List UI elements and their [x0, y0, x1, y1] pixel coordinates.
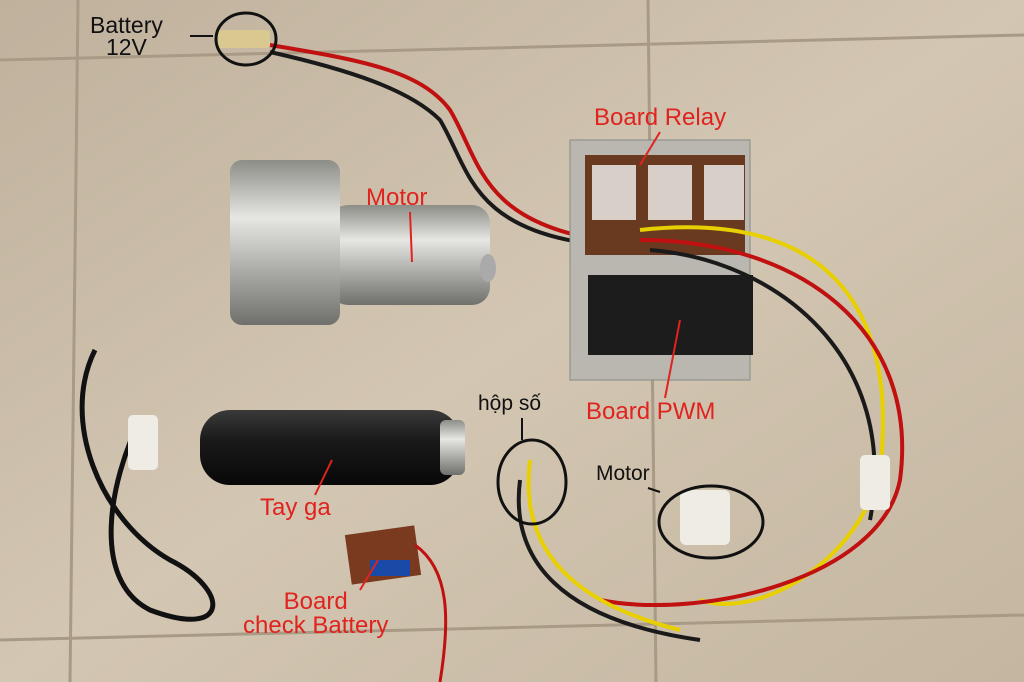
label-motor-connector: Motor [596, 462, 650, 485]
battery-label: Battery [90, 12, 163, 38]
controller-board [569, 139, 753, 381]
label-battery: Battery 12V [90, 12, 163, 60]
label-board-check-battery: Board check Battery [243, 590, 388, 638]
board-check-line2: check Battery [243, 612, 389, 639]
annotation-pointers [314, 131, 681, 591]
board-check-line1: Board [283, 588, 348, 615]
motor [230, 160, 496, 325]
battery-wires [269, 43, 601, 247]
battery-voltage-label: 12V [105, 34, 147, 60]
label-board-pwm: Board PWM [586, 398, 716, 425]
board-check-battery [344, 525, 448, 682]
label-throttle: Tay ga [260, 494, 331, 521]
annotation-marks [190, 11, 765, 560]
label-gearbox: hộp số [478, 392, 542, 415]
label-motor: Motor [366, 184, 428, 211]
battery-terminals [215, 30, 270, 48]
motor-connector [680, 490, 730, 545]
label-board-relay: Board Relay [594, 104, 727, 131]
inline-connector [860, 455, 890, 510]
throttle [79, 348, 465, 622]
